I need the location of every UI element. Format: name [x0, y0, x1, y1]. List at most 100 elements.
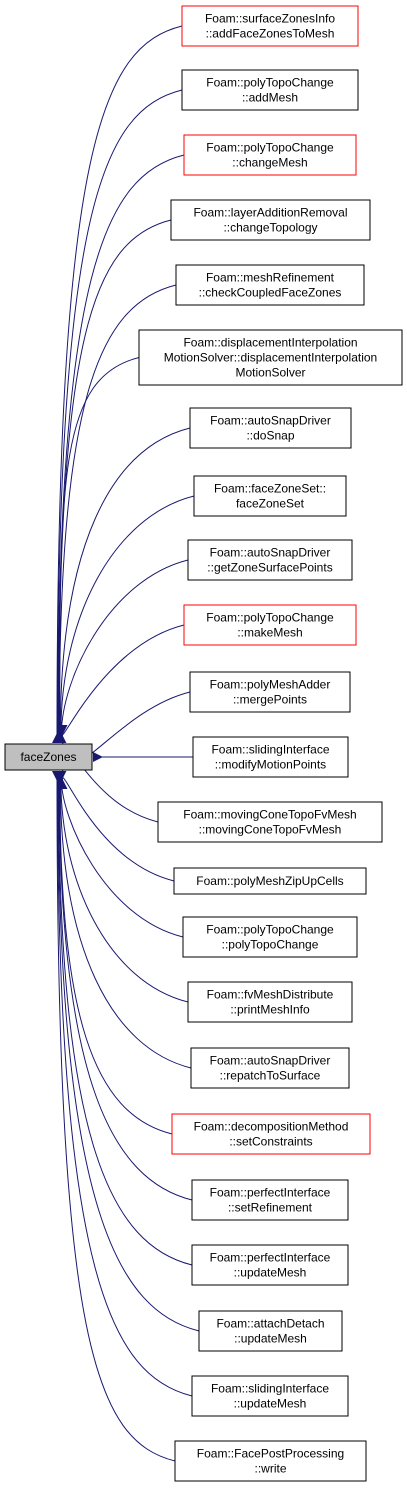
caller-node-label: Foam::autoSnapDriver	[210, 1054, 331, 1068]
caller-node[interactable]: Foam::FacePostProcessing::write	[174, 1440, 367, 1482]
caller-node[interactable]: Foam::slidingInterface::updateMesh	[191, 1375, 349, 1417]
call-edge	[51, 770, 176, 1462]
caller-node-box	[182, 916, 358, 958]
caller-node-label: ::updateMesh	[234, 1266, 307, 1280]
caller-node-box	[157, 801, 383, 843]
caller-node-label: ::repatchToSurface	[220, 1069, 321, 1083]
caller-node-box	[183, 134, 357, 176]
caller-node[interactable]: Foam::perfectInterface::updateMesh	[191, 1244, 349, 1286]
caller-node[interactable]: Foam::faceZoneSet::faceZoneSet	[193, 475, 347, 517]
call-edge	[55, 770, 192, 1069]
caller-node[interactable]: Foam::displacementInterpolationMotionSol…	[138, 329, 403, 386]
caller-node-label: ::polyTopoChange	[222, 938, 319, 952]
caller-node-label: ::updateMesh	[234, 1397, 307, 1411]
caller-node-box	[187, 981, 353, 1023]
call-edge	[54, 284, 177, 744]
caller-node[interactable]: Foam::surfaceZonesInfo::addFaceZonesToMe…	[181, 5, 359, 47]
caller-node-label: ::setRefinement	[228, 1201, 313, 1215]
caller-node[interactable]: Foam::slidingInterface::modifyMotionPoin…	[192, 736, 349, 778]
caller-node-label: Foam::movingConeTopoFvMesh	[183, 808, 356, 822]
caller-node-label: Foam::polyMeshZipUpCells	[196, 874, 343, 888]
caller-node[interactable]: Foam::perfectInterface::setRefinement	[191, 1179, 349, 1221]
caller-node-box	[170, 199, 371, 241]
caller-node-label: Foam::attachDetach	[216, 1317, 324, 1331]
caller-node-label: Foam::slidingInterface	[211, 1382, 329, 1396]
caller-node-box	[191, 1244, 349, 1286]
caller-node-label: MotionSolver	[235, 366, 305, 380]
caller-node-box	[174, 1440, 367, 1482]
call-edge	[55, 495, 195, 744]
caller-node-box	[189, 407, 352, 449]
caller-node-label: ::modifyMotionPoints	[215, 758, 326, 772]
caller-node-label: Foam::displacementInterpolation	[183, 336, 357, 350]
caller-node-label: ::mergePoints	[233, 693, 307, 707]
caller-node-label: Foam::faceZoneSet::	[214, 482, 326, 496]
caller-node-label: Foam::polyTopoChange	[206, 923, 334, 937]
call-edge	[52, 770, 193, 1397]
caller-node[interactable]: Foam::fvMeshDistribute::printMeshInfo	[187, 981, 353, 1023]
caller-node[interactable]: Foam::polyTopoChange::polyTopoChange	[182, 916, 358, 958]
caller-node-label: ::setConstraints	[229, 1135, 312, 1149]
call-edge	[56, 777, 175, 882]
caller-node-box	[175, 264, 365, 306]
caller-node[interactable]: Foam::autoSnapDriver::getZoneSurfacePoin…	[187, 539, 353, 581]
caller-node-label: Foam::FacePostProcessing	[197, 1447, 344, 1461]
caller-node[interactable]: Foam::autoSnapDriver::repatchToSurface	[190, 1047, 350, 1089]
center-node-label: faceZones	[20, 750, 76, 764]
caller-node[interactable]: Foam::polyMeshAdder::mergePoints	[189, 671, 351, 713]
call-edge	[54, 770, 173, 1135]
caller-node-box	[138, 329, 403, 386]
call-edge	[53, 770, 193, 1266]
caller-node[interactable]: Foam::movingConeTopoFvMesh::movingConeTo…	[157, 801, 383, 843]
caller-node-label: Foam::polyTopoChange	[206, 611, 334, 625]
caller-node[interactable]: Foam::attachDetach::updateMesh	[198, 1310, 343, 1352]
caller-node[interactable]: Foam::decompositionMethod::setConstraint…	[171, 1113, 371, 1155]
caller-node-label: Foam::slidingInterface	[211, 743, 329, 757]
caller-node-box	[173, 867, 367, 895]
caller-node-box	[187, 539, 353, 581]
caller-node-label: Foam::surfaceZonesInfo	[205, 12, 335, 26]
caller-node-label: Foam::perfectInterface	[210, 1186, 331, 1200]
caller-node-label: ::printMeshInfo	[230, 1003, 310, 1017]
call-edge	[53, 770, 200, 1332]
center-node-box	[4, 743, 93, 771]
caller-node-label: ::changeMesh	[232, 156, 307, 170]
call-edge	[55, 770, 189, 1003]
caller-node-label: Foam::autoSnapDriver	[210, 546, 331, 560]
caller-node[interactable]: Foam::polyMeshZipUpCells	[173, 867, 367, 895]
caller-node[interactable]: Foam::polyTopoChange::makeMesh	[183, 604, 357, 646]
caller-node-box	[191, 1375, 349, 1417]
caller-node-label: faceZoneSet	[236, 497, 305, 511]
caller-node[interactable]: Foam::polyTopoChange::addMesh	[181, 69, 359, 111]
caller-node-box	[171, 1113, 371, 1155]
caller-node-label: Foam::fvMeshDistribute	[207, 988, 334, 1002]
caller-node-box	[191, 1179, 349, 1221]
caller-node[interactable]: Foam::polyTopoChange::changeMesh	[183, 134, 357, 176]
caller-node-box	[192, 736, 349, 778]
caller-node-label: ::updateMesh	[234, 1332, 307, 1346]
call-edge	[54, 770, 193, 1201]
center-node-facezones[interactable]: faceZones	[4, 743, 93, 771]
caller-node-box	[183, 604, 357, 646]
caller-node-label: ::makeMesh	[237, 626, 302, 640]
caller-node-label: Foam::polyMeshAdder	[210, 678, 331, 692]
caller-node-label: ::changeTopology	[223, 221, 317, 235]
caller-node-box	[181, 5, 359, 47]
caller-node-box	[198, 1310, 343, 1352]
caller-node-label: Foam::meshRefinement	[206, 271, 335, 285]
caller-node[interactable]: Foam::autoSnapDriver::doSnap	[189, 407, 352, 449]
caller-node-box	[189, 671, 351, 713]
caller-node-label: ::addMesh	[242, 91, 298, 105]
caller-node-label: Foam::polyTopoChange	[206, 76, 334, 90]
caller-node-label: MotionSolver::displacementInterpolation	[164, 351, 377, 365]
caller-node-label: Foam::layerAdditionRemoval	[193, 206, 347, 220]
call-edge	[51, 25, 183, 744]
caller-node-label: ::doSnap	[246, 429, 294, 443]
caller-node[interactable]: Foam::meshRefinement::checkCoupledFaceZo…	[175, 264, 365, 306]
caller-node-box	[190, 1047, 350, 1089]
call-edge	[53, 219, 172, 744]
caller-node[interactable]: Foam::layerAdditionRemoval::changeTopolo…	[170, 199, 371, 241]
caller-node-label: Foam::polyTopoChange	[206, 141, 334, 155]
caller-node-box	[193, 475, 347, 517]
